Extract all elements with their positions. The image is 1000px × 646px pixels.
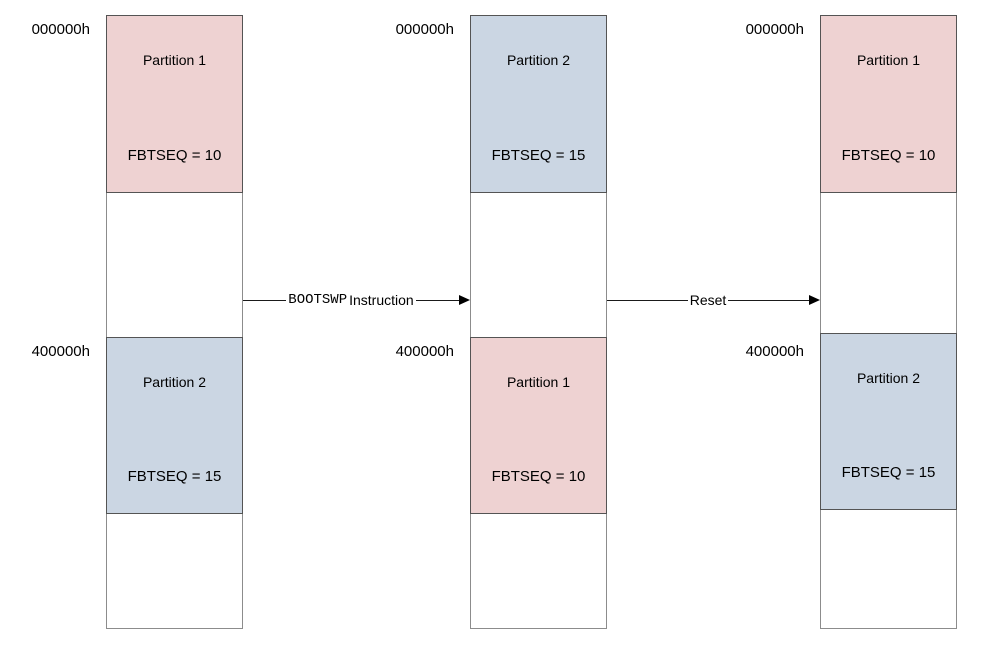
instruction-label: Instruction	[349, 292, 414, 308]
arrow-line	[243, 299, 287, 301]
bootswp-arrow: BOOTSWP Instruction	[243, 292, 470, 308]
address-label-top: 000000h	[395, 21, 454, 38]
address-label-mid: 400000h	[31, 343, 90, 360]
partition-title: Partition 1	[506, 374, 571, 390]
address-label-mid: 400000h	[395, 343, 454, 360]
memory-map-column-after-reset: Partition 1 FBTSEQ = 10 Partition 2 FBTS…	[820, 15, 957, 629]
bootswp-mnemonic-label: BOOTSWP	[288, 292, 348, 308]
fbtseq-label: FBTSEQ = 10	[491, 468, 586, 485]
partition-title: Partition 1	[142, 52, 207, 68]
partition-box-top: Partition 2 FBTSEQ = 15	[470, 15, 607, 193]
partition-title: Partition 2	[506, 52, 571, 68]
arrow-line	[415, 299, 459, 301]
memory-map-column-after-bootswp: Partition 2 FBTSEQ = 15 Partition 1 FBTS…	[470, 15, 607, 629]
arrowhead-right-icon	[459, 295, 470, 305]
memory-map-column-initial: Partition 1 FBTSEQ = 10 Partition 2 FBTS…	[106, 15, 243, 629]
address-label-mid: 400000h	[745, 343, 804, 360]
fbtseq-label: FBTSEQ = 10	[127, 147, 222, 164]
partition-box-bottom: Partition 2 FBTSEQ = 15	[106, 337, 243, 514]
reset-label: Reset	[689, 292, 727, 308]
partition-box-bottom: Partition 2 FBTSEQ = 15	[820, 333, 957, 510]
arrow-line	[607, 299, 688, 301]
fbtseq-label: FBTSEQ = 15	[491, 147, 586, 164]
partition-box-top: Partition 1 FBTSEQ = 10	[820, 15, 957, 193]
reset-arrow: Reset	[607, 292, 821, 308]
fbtseq-label: FBTSEQ = 10	[841, 147, 936, 164]
address-label-top: 000000h	[745, 21, 804, 38]
address-label-top: 000000h	[31, 21, 90, 38]
unused-region	[820, 509, 957, 629]
unused-region	[470, 513, 607, 629]
unused-region	[106, 513, 243, 629]
unused-region	[820, 192, 957, 334]
arrowhead-right-icon	[809, 295, 821, 305]
partition-box-top: Partition 1 FBTSEQ = 10	[106, 15, 243, 193]
partition-title: Partition 2	[856, 370, 921, 386]
partition-box-bottom: Partition 1 FBTSEQ = 10	[470, 337, 607, 514]
partition-title: Partition 2	[142, 374, 207, 390]
fbtseq-label: FBTSEQ = 15	[127, 468, 222, 485]
unused-region	[106, 192, 243, 338]
partition-title: Partition 1	[856, 52, 921, 68]
arrow-line	[728, 299, 810, 301]
fbtseq-label: FBTSEQ = 15	[841, 464, 936, 481]
unused-region	[470, 192, 607, 338]
